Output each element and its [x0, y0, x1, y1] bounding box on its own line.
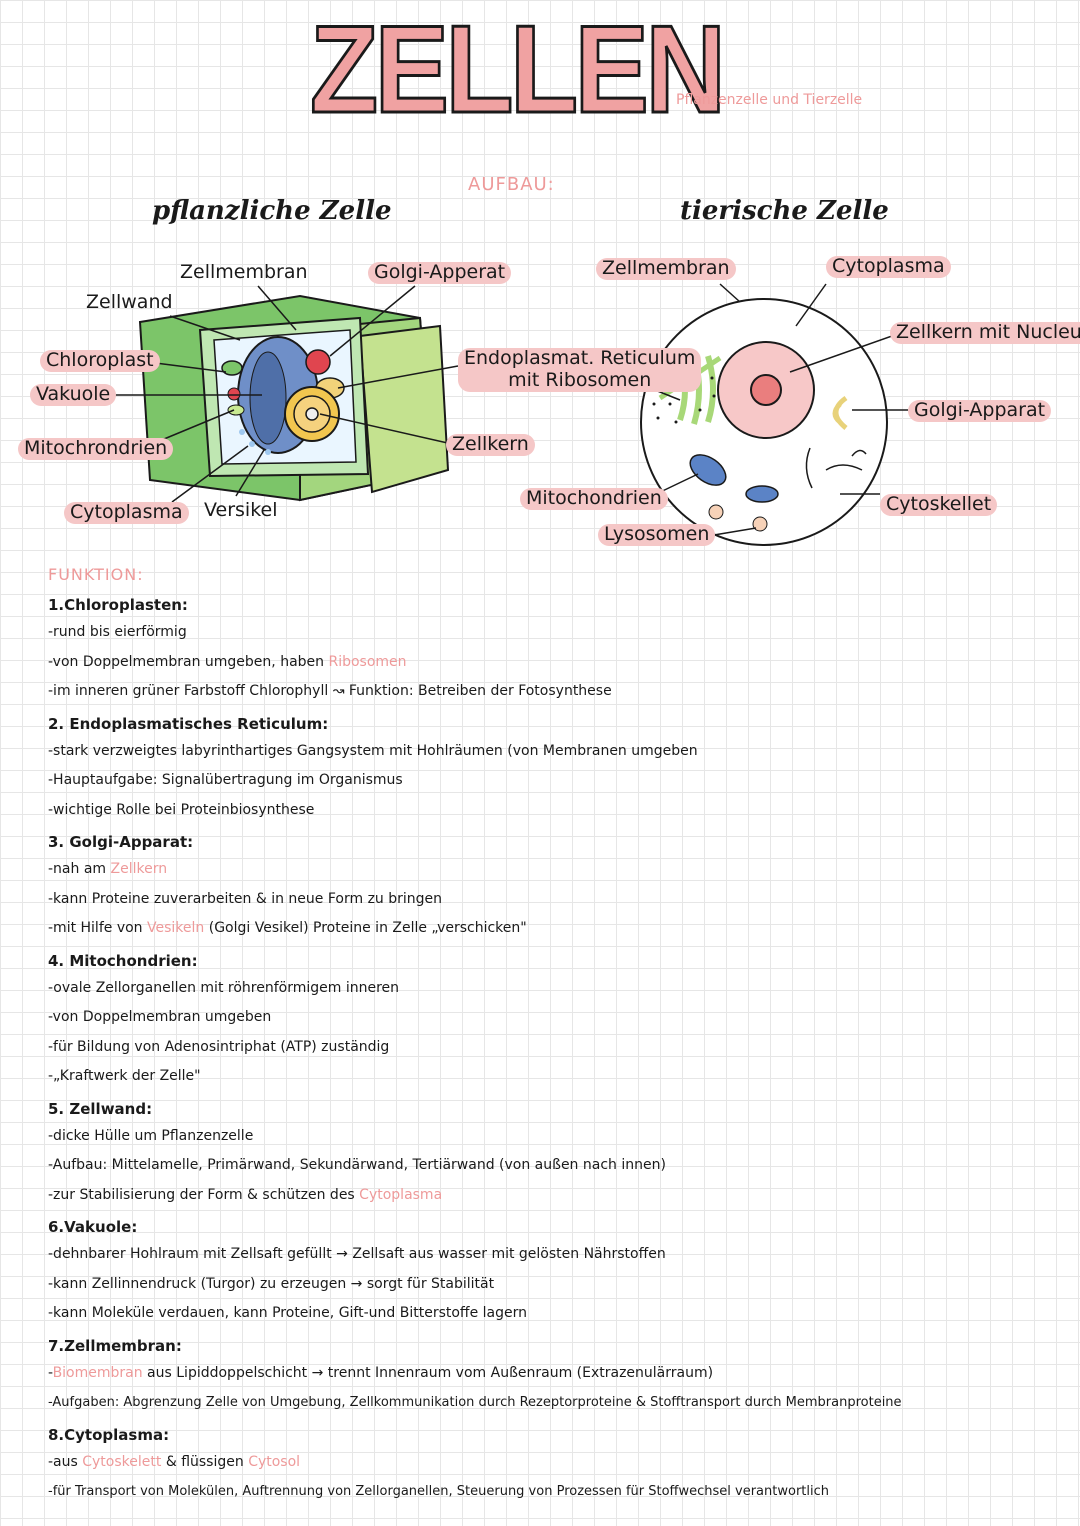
label-plant-golgi: Golgi-Apperat	[368, 261, 512, 284]
animal-cell-heading: tierische Zelle	[680, 196, 889, 226]
note-line: -aus Cytoskelett & flüssigen Cytosol	[48, 1453, 301, 1470]
note-line: -Aufgaben: Abgrenzung Zelle von Umgebung…	[48, 1395, 902, 1410]
note-line: -stark verzweigtes labyrinthartiges Gang…	[48, 742, 698, 759]
label-animal-lysosomen: Lysosomen	[598, 523, 716, 546]
label-animal-golgi: Golgi-Apparat	[908, 399, 1052, 422]
plant-cell-drawing	[108, 285, 459, 503]
section-title: 2. Endoplasmatisches Reticulum:	[48, 714, 329, 733]
note-line: -„Kraftwerk der Zelle"	[48, 1068, 201, 1084]
label-plant-zellmembran: Zellmembran	[180, 261, 308, 283]
label-plant-er: Endoplasmat. Reticulum mit Ribosomen	[458, 347, 702, 392]
plant-cell-heading: pflanzliche Zelle	[152, 196, 392, 226]
section-title: 5. Zellwand:	[48, 1099, 153, 1118]
note-line: -Aufbau: Mittelamelle, Primärwand, Sekun…	[48, 1157, 666, 1173]
label-animal-cytoskellet: Cytoskellet	[880, 493, 998, 516]
note-line: -dehnbarer Hohlraum mit Zellsaft gefüllt…	[48, 1246, 666, 1262]
page-subtitle: Pflanzenzelle und Tierzelle	[676, 92, 863, 108]
label-plant-zellwand: Zellwand	[86, 291, 173, 313]
aufbau-heading: AUFBAU:	[468, 174, 555, 195]
note-line: -für Bildung von Adenosintriphat (ATP) z…	[48, 1038, 390, 1055]
note-line: -mit Hilfe von Vesikeln (Golgi Vesikel) …	[48, 920, 527, 936]
section-title: 8.Cytoplasma:	[48, 1425, 170, 1444]
label-plant-zellkern: Zellkern	[446, 433, 535, 456]
page-title: ZELLEN	[309, 1, 728, 139]
note-line: -zur Stabilisierung der Form & schützen …	[48, 1186, 443, 1203]
note-line: -von Doppelmembran umgeben	[48, 1009, 272, 1025]
note-line: -kann Zellinnendruck (Turgor) zu erzeuge…	[48, 1275, 495, 1292]
label-animal-mitochondrien: Mitochondrien	[520, 487, 668, 510]
animal-cell-drawing	[639, 283, 908, 546]
label-plant-versikel: Versikel	[204, 499, 278, 521]
section-title: 4. Mitochondrien:	[48, 951, 198, 970]
label-animal-zellkern: Zellkern mit Nucleus	[890, 321, 1080, 344]
note-line: -von Doppelmembran umgeben, haben Riboso…	[48, 653, 407, 670]
label-plant-chloroplast: Chloroplast	[40, 349, 160, 372]
section-title: 1.Chloroplasten:	[48, 596, 188, 614]
note-line: -ovale Zellorganellen mit röhrenförmigem…	[48, 979, 400, 996]
label-plant-vakuole: Vakuole	[30, 383, 117, 406]
label-plant-er-line1: Endoplasmat. Reticulum	[464, 347, 696, 369]
cell-diagrams	[108, 283, 908, 546]
note-line: -dicke Hülle um Pflanzenzelle	[48, 1127, 254, 1144]
funktion-notes: FUNKTION: 1.Chloroplasten: -rund bis eie…	[48, 562, 1058, 1507]
label-animal-cytoplasma: Cytoplasma	[826, 255, 951, 278]
section-title: 6.Vakuole:	[48, 1218, 138, 1236]
label-plant-cytoplasma: Cytoplasma	[64, 501, 189, 524]
label-animal-zellmembran: Zellmembran	[596, 257, 736, 280]
note-line: -wichtige Rolle bei Proteinbiosynthese	[48, 801, 315, 818]
section-title: 3. Golgi-Apparat:	[48, 833, 194, 851]
funktion-heading: FUNKTION:	[48, 565, 144, 584]
note-line: -Hauptaufgabe: Signalübertragung im Orga…	[48, 772, 403, 788]
note-line: -kann Moleküle verdauen, kann Proteine, …	[48, 1305, 527, 1321]
note-line: -im inneren grüner Farbstoff Chlorophyll…	[48, 683, 612, 699]
note-line: -Biomembran aus Lipiddoppelschicht → tre…	[48, 1364, 714, 1381]
note-line: -für Transport von Molekülen, Auftrennun…	[48, 1484, 830, 1499]
label-plant-er-line2: mit Ribosomen	[508, 368, 652, 391]
note-line: -rund bis eierförmig	[48, 624, 187, 640]
note-line: -nah am Zellkern	[48, 861, 168, 877]
label-plant-mitochondrien: Mitochrondrien	[18, 437, 174, 460]
note-line: -kann Proteine zuverarbeiten & in neue F…	[48, 890, 443, 907]
section-title: 7.Zellmembran:	[48, 1336, 182, 1355]
